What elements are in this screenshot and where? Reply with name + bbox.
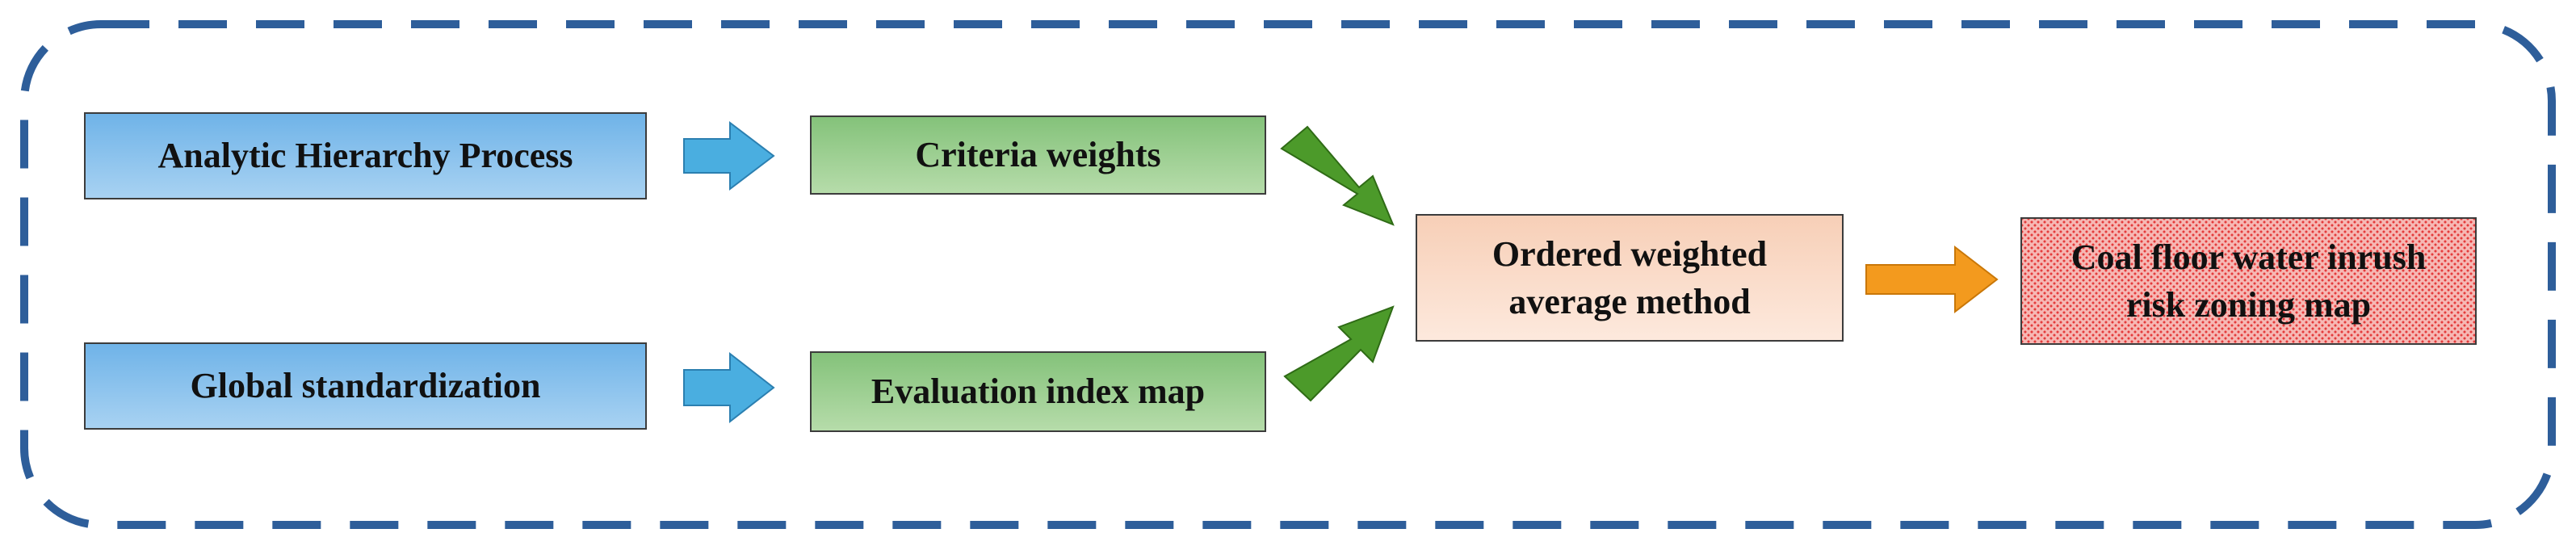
node-label: Global standardization xyxy=(190,366,541,406)
node-label-line-2: average method xyxy=(1508,282,1751,321)
node-label: Criteria weights xyxy=(915,135,1161,175)
node-label: Analytic Hierarchy Process xyxy=(157,136,573,176)
node-criteria-weights: Criteria weights xyxy=(810,115,1266,195)
node-global-standardization: Global standardization xyxy=(84,342,647,430)
node-ordered-weighted-average-method: Ordered weighted average method xyxy=(1416,214,1844,342)
node-analytic-hierarchy-process: Analytic Hierarchy Process xyxy=(84,112,647,199)
node-label-line-1: Coal floor water inrush xyxy=(2070,237,2427,277)
node-risk-zoning-map: Coal floor water inrush risk zoning map xyxy=(2020,217,2477,345)
node-evaluation-index-map: Evaluation index map xyxy=(810,351,1266,432)
node-label-line-1: Ordered weighted xyxy=(1491,233,1768,274)
node-label: Evaluation index map xyxy=(871,371,1206,412)
node-label-line-2: risk zoning map xyxy=(2125,285,2372,325)
